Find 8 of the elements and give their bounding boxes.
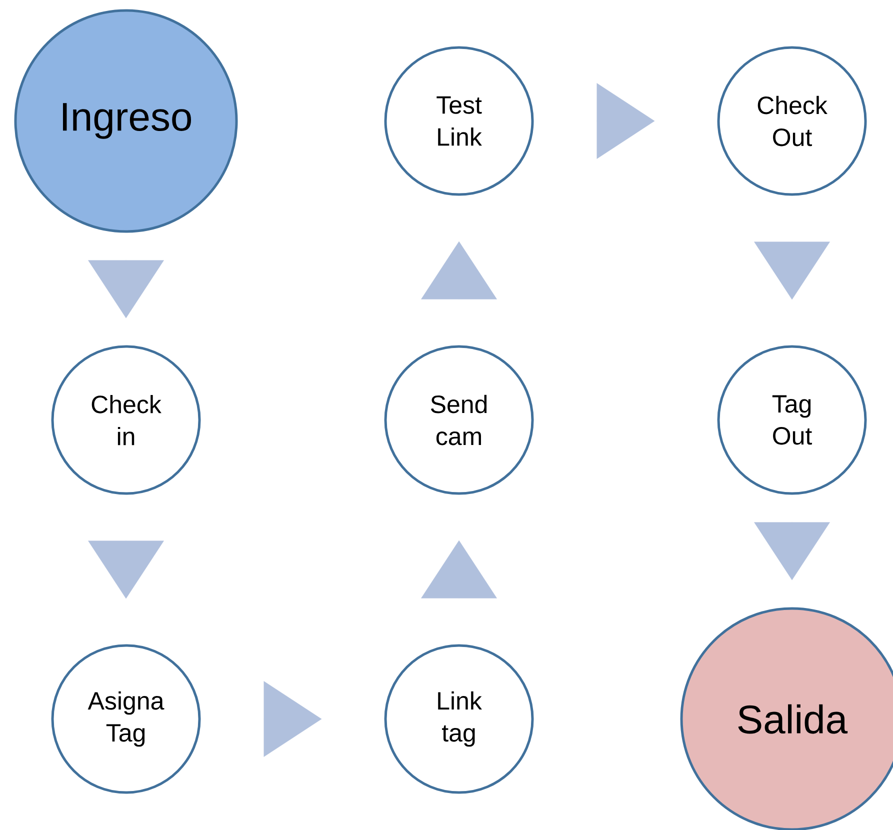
arrow — [754, 241, 830, 300]
arrow — [421, 241, 497, 300]
arrow — [596, 83, 655, 159]
arrow — [88, 260, 164, 318]
arrow — [421, 540, 497, 599]
arrow — [754, 522, 830, 580]
arrow — [88, 540, 164, 599]
arrow — [263, 681, 322, 757]
